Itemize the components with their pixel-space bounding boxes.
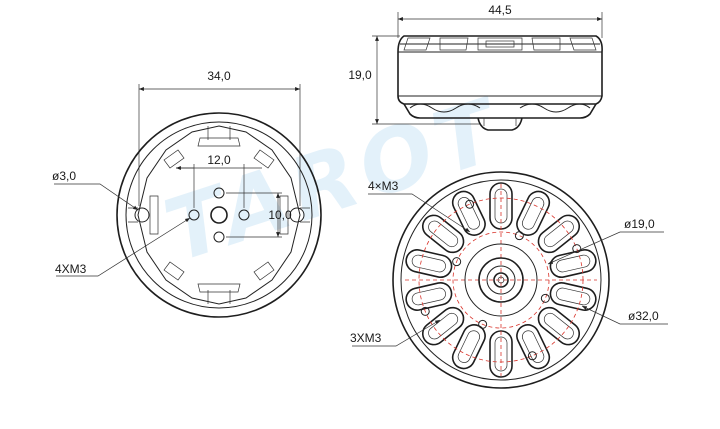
left-center-bore bbox=[210, 206, 228, 224]
motor-bell-side-outline bbox=[397, 35, 603, 131]
rotor-blade bbox=[537, 214, 581, 254]
rotor-screw-hole bbox=[420, 306, 430, 316]
right-screw-top-leader bbox=[368, 193, 471, 233]
left-screw-leader bbox=[56, 217, 191, 277]
left-hole-dia-leader bbox=[54, 183, 139, 211]
right-screw-bottom-label: 3XM3 bbox=[350, 331, 382, 345]
left-mount-hole-top bbox=[213, 187, 225, 199]
left-slot-features bbox=[128, 126, 310, 304]
left-inner-ring bbox=[125, 121, 313, 309]
right-shaft bbox=[493, 272, 509, 288]
right-screw-bottom-leader bbox=[352, 319, 441, 347]
left-mount-hole-right bbox=[238, 209, 250, 221]
left-outer-ring bbox=[116, 112, 322, 318]
left-mount-hole-bottom bbox=[213, 231, 225, 243]
rotor-blade bbox=[405, 281, 453, 311]
right-second-ring bbox=[400, 179, 602, 381]
right-shaft-center bbox=[497, 276, 505, 284]
right-outer-dia-leader bbox=[581, 305, 668, 325]
right-screw-top-label: 4×M3 bbox=[368, 179, 399, 193]
rotor-blade bbox=[516, 324, 551, 370]
rotor-screw-hole bbox=[478, 319, 488, 329]
rotor-blade bbox=[421, 306, 465, 346]
right-hub-ring bbox=[464, 243, 538, 317]
side-view: 44,5 19,0 bbox=[348, 3, 603, 131]
right-hub bbox=[478, 257, 524, 303]
rotor-blade bbox=[451, 190, 486, 236]
left-spacing-v-label: 10,0 bbox=[268, 208, 292, 222]
rotor-screw-hole bbox=[527, 351, 537, 361]
right-screw-holes bbox=[420, 199, 582, 361]
right-inner-dia-label: ø19,0 bbox=[624, 217, 655, 231]
rotor-screw-hole bbox=[540, 293, 550, 303]
right-view: ø19,0 ø32,0 4×M3 3XM3 bbox=[350, 171, 668, 389]
side-height-label: 19,0 bbox=[348, 68, 372, 82]
left-mount-hole-left bbox=[188, 209, 200, 221]
rotor-blade bbox=[421, 214, 465, 254]
side-width-label: 44,5 bbox=[488, 3, 512, 17]
left-screw-label: 4XM3 bbox=[55, 262, 87, 276]
rotor-blade bbox=[537, 306, 581, 346]
rotor-screw-hole bbox=[452, 257, 462, 267]
rotor-blade bbox=[549, 281, 597, 311]
right-outer-dia-label: ø32,0 bbox=[628, 309, 659, 323]
right-outer-ring bbox=[392, 171, 610, 389]
rotor-blade bbox=[405, 249, 453, 279]
left-outer-dia-label: 34,0 bbox=[207, 69, 231, 83]
left-hole-dia-label: ø3,0 bbox=[52, 169, 76, 183]
rotor-screw-hole bbox=[572, 244, 582, 254]
rotor-blade bbox=[549, 249, 597, 279]
left-stator-outline bbox=[137, 125, 301, 305]
rotor-screw-hole bbox=[514, 231, 524, 241]
left-shaft-hole-left bbox=[134, 207, 150, 223]
left-spacing-h-label: 12,0 bbox=[207, 153, 231, 167]
rotor-screw-hole bbox=[465, 199, 475, 209]
right-bearing bbox=[486, 265, 516, 295]
left-shaft-hole-right bbox=[289, 207, 305, 223]
left-view: 34,0 bbox=[52, 69, 322, 318]
right-inner-dia-leader bbox=[547, 231, 664, 265]
